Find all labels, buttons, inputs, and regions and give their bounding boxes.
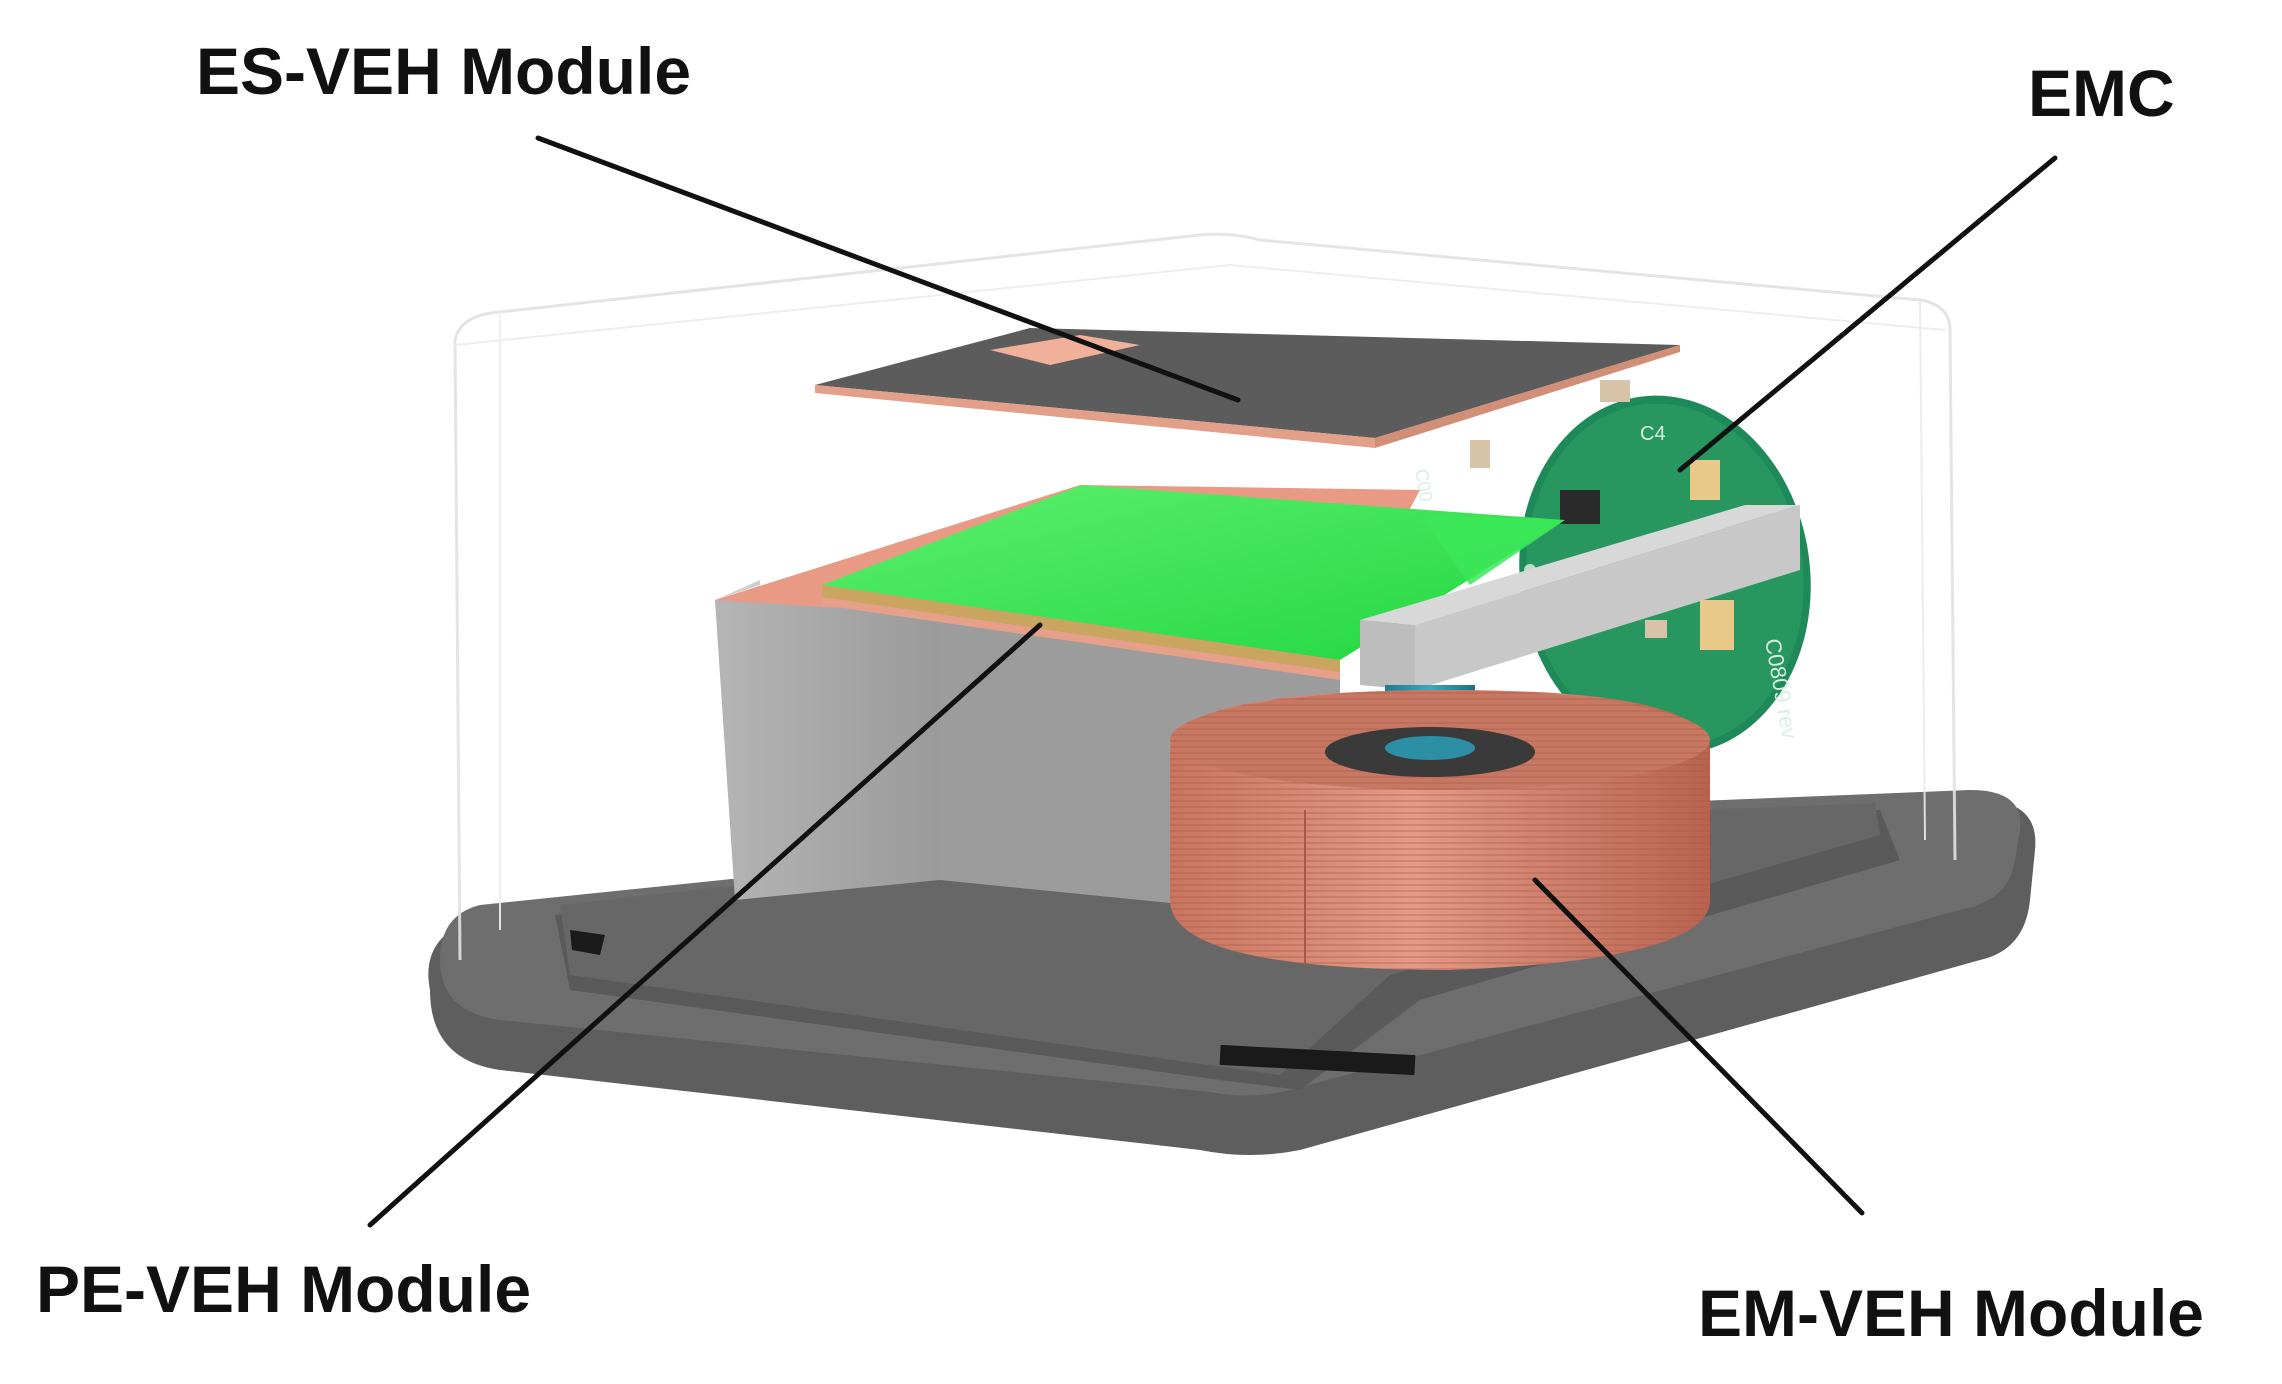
label-pe-veh-module: PE-VEH Module	[36, 1252, 532, 1326]
leader-lines	[367, 135, 2058, 1228]
label-em-veh-module: EM-VEH Module	[1698, 1276, 2204, 1350]
leader-em-veh	[1532, 877, 1865, 1216]
label-es-veh-module: ES-VEH Module	[196, 34, 692, 108]
leader-es-veh	[535, 135, 1241, 403]
leader-pe-veh	[367, 622, 1043, 1228]
es-veh-plate	[815, 328, 1680, 448]
em-veh-coil	[1170, 690, 1710, 970]
leader-emc	[1677, 155, 2058, 473]
cantilever-beam	[1360, 505, 1800, 690]
label-emc: EMC	[2028, 56, 2175, 130]
svg-text:C4: C4	[1640, 423, 1666, 445]
enclosure-shell	[453, 232, 1957, 961]
